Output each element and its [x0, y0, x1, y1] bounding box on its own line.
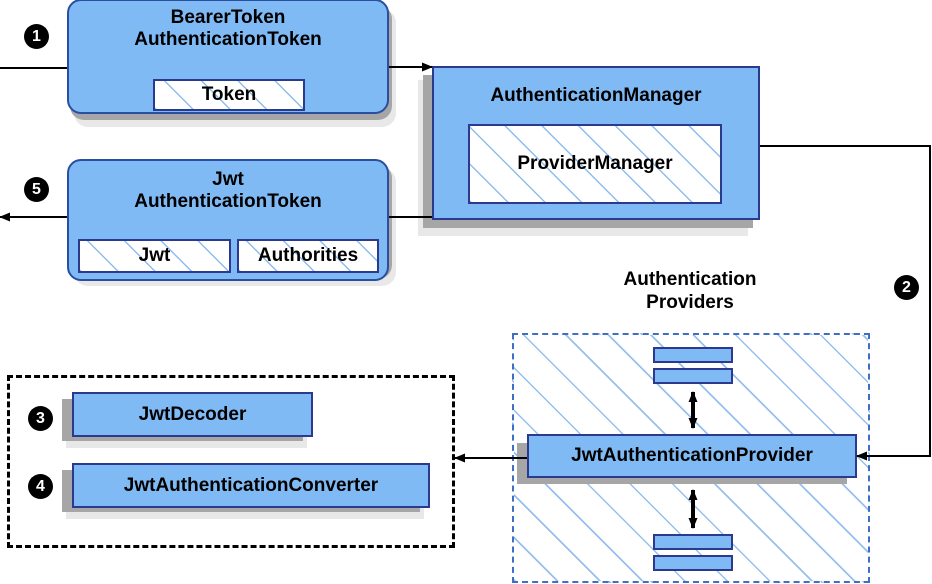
jwt-label: Jwt [138, 245, 171, 266]
node-bearer-token-authentication-token[interactable]: BearerToken AuthenticationToken Token [67, 0, 389, 114]
node-jwt-authentication-provider[interactable]: JwtAuthenticationProvider [527, 434, 857, 478]
jwt-token-label: Jwt AuthenticationToken [134, 169, 322, 212]
authentication-manager-inner-provider-manager: ProviderManager [468, 124, 722, 204]
jwt-token-inner-jwt: Jwt [78, 239, 231, 273]
provider-stub-top-1 [653, 347, 733, 363]
bearer-token-inner-token: Token [153, 79, 305, 111]
node-jwt-authentication-token[interactable]: Jwt AuthenticationToken Jwt Authorities [67, 159, 389, 281]
marker-step-1: 1 [24, 24, 49, 49]
jwt-authentication-provider-label: JwtAuthenticationProvider [571, 445, 813, 466]
jwt-token-inner-authorities: Authorities [237, 239, 379, 273]
marker-step-2: 2 [894, 275, 919, 300]
bearer-token-label: BearerToken AuthenticationToken [134, 7, 322, 50]
authorities-label: Authorities [257, 245, 359, 266]
provider-stub-bottom-2 [653, 555, 733, 571]
provider-stub-bottom-1 [653, 534, 733, 550]
marker-step-4: 4 [28, 474, 53, 499]
provider-manager-label: ProviderManager [517, 153, 673, 174]
marker-step-5: 5 [24, 177, 49, 202]
marker-step-3: 3 [28, 406, 53, 431]
token-label: Token [201, 84, 257, 105]
node-jwt-decoder[interactable]: JwtDecoder [72, 392, 313, 437]
provider-stub-top-2 [653, 368, 733, 384]
authentication-providers-caption: Authentication Providers [623, 269, 757, 313]
node-jwt-authentication-converter[interactable]: JwtAuthenticationConverter [72, 463, 430, 508]
jwt-support-components-group [7, 375, 455, 548]
authentication-manager-label: AuthenticationManager [490, 85, 702, 106]
jwt-decoder-label: JwtDecoder [138, 403, 247, 425]
node-authentication-manager[interactable]: AuthenticationManager ProviderManager [432, 66, 760, 220]
jwt-authentication-converter-label: JwtAuthenticationConverter [123, 474, 379, 496]
